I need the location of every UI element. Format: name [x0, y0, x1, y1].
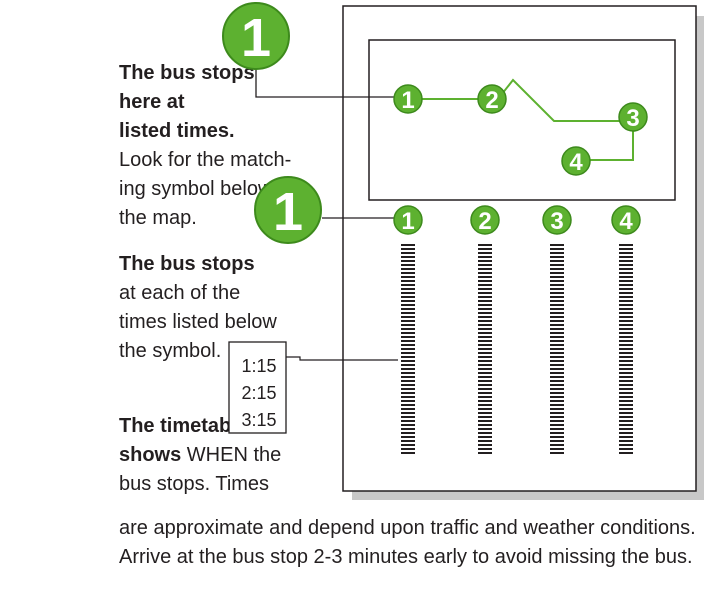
time-entry: 2:15 [241, 383, 277, 403]
time-column-4 [619, 243, 633, 455]
stop-number: 3 [626, 105, 639, 132]
legend-line: here at [119, 91, 185, 113]
stop-circle [477, 84, 507, 114]
marker-number: 1 [241, 8, 271, 68]
column-header-1: 1 [393, 205, 423, 235]
stop-number: 4 [619, 208, 633, 235]
legend-line: listed times. [119, 120, 235, 142]
stop-number: 2 [478, 208, 491, 235]
big-marker-map: 1 [222, 2, 290, 70]
stop-number: 1 [401, 208, 414, 235]
map-stop-2: 2 [477, 84, 507, 114]
column-header-4: 4 [611, 205, 641, 235]
legend-line: are approximate and depend upon traffic … [119, 517, 696, 539]
stop-circle [393, 84, 423, 114]
marker-number: 1 [273, 182, 303, 242]
stop-number: 1 [401, 87, 414, 114]
legend-line: shows WHEN the [119, 441, 281, 470]
stop-circle [542, 205, 572, 235]
time-entry: 3:15 [241, 410, 277, 430]
time-entry: 1:15 [241, 356, 277, 376]
legend-line: ing symbol below [119, 178, 273, 200]
marker-circle [254, 176, 322, 244]
map-stop-3: 3 [618, 102, 648, 132]
stop-number: 3 [550, 208, 563, 235]
time-column-2 [478, 243, 492, 455]
marker-circle [222, 2, 290, 70]
time-column-3 [550, 243, 564, 455]
legend-emphasis: shows [119, 444, 182, 466]
column-header-2: 2 [470, 205, 500, 235]
legend-line: The bus stops [119, 62, 255, 84]
legend-line: the symbol. [119, 340, 222, 362]
legend-line: bus stops. Times [119, 473, 270, 495]
map-stop-1: 1 [393, 84, 423, 114]
column-header-3: 3 [542, 205, 572, 235]
stop-circle [561, 146, 591, 176]
times-box [228, 341, 287, 434]
legend-line-rest: WHEN the [181, 444, 282, 466]
stop-number: 2 [485, 87, 498, 114]
legend-line: the map. [119, 207, 197, 229]
stop-circle [611, 205, 641, 235]
times-connector [286, 356, 398, 361]
callout-line-map [255, 68, 401, 98]
time-column-1 [401, 243, 415, 455]
big-marker-timetable: 1 [254, 176, 322, 244]
stop-circle [470, 205, 500, 235]
map-stop-4: 4 [561, 146, 591, 176]
stop-number: 4 [569, 149, 583, 176]
legend-line: at each of the [119, 282, 241, 304]
legend-line: Arrive at the bus stop 2-3 minutes early… [119, 546, 693, 568]
legend-line: The bus stops [119, 253, 255, 275]
legend-line: times listed below [119, 311, 277, 333]
stop-circle [393, 205, 423, 235]
stop-circle [618, 102, 648, 132]
legend-line: Look for the match- [119, 149, 292, 171]
legend-line: The timetable [119, 415, 248, 437]
